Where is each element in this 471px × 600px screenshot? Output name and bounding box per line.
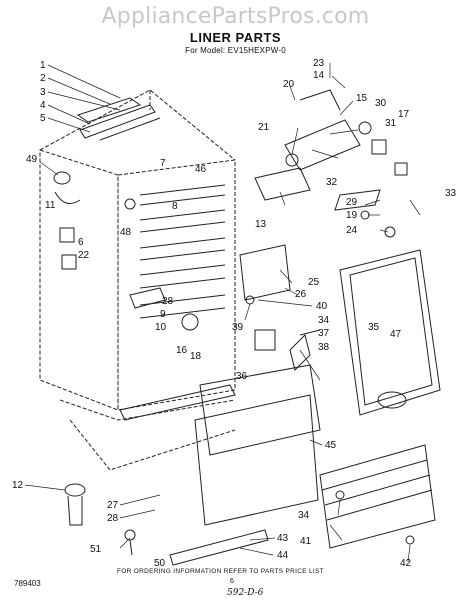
callout-42: 42 [400,558,412,569]
callout-2: 2 [40,73,46,84]
callout-8: 8 [172,201,178,212]
callout-38: 38 [318,342,330,353]
callout-37: 37 [318,328,330,339]
callout-15: 15 [356,93,368,104]
callout-20: 20 [283,79,295,90]
ordering-note: FOR ORDERING INFORMATION REFER TO PARTS … [117,568,324,575]
callout-34-upper: 34 [318,315,330,326]
callout-44: 44 [277,550,289,561]
page-number: 6 [230,578,234,585]
callout-10: 10 [155,322,167,333]
callout-24: 24 [346,225,358,236]
callout-26: 26 [295,289,307,300]
callout-33: 33 [445,188,457,199]
cover-plate [239,244,291,301]
callout-34-lower: 34 [298,510,310,521]
watermark: AppliancePartsPros.com [101,4,370,29]
diagram-code: 789403 [14,579,41,588]
callout-47: 47 [390,329,402,340]
callout-11: 11 [45,200,56,211]
callout-4: 4 [40,100,46,111]
handwritten-ref: 592-D-6 [227,588,264,598]
callout-29: 29 [346,197,358,208]
callout-23: 23 [313,58,325,69]
left-side-parts [53,171,199,331]
drain-parts [64,384,415,566]
door-panel [339,249,441,416]
callout-1: 1 [40,60,46,71]
callout-5: 5 [40,113,46,124]
callout-21: 21 [258,122,270,133]
callout-labels: 1 2 3 4 5 49 11 6 22 7 46 8 48 28 9 10 1… [12,58,457,569]
callout-16: 16 [176,345,188,356]
callout-39: 39 [232,322,244,333]
callout-25: 25 [308,277,320,288]
shelf-rails [139,184,226,319]
callout-9: 9 [160,309,166,320]
fan-parts [245,295,321,371]
diagram-title: LINER PARTS [189,30,282,45]
top-trim [76,97,161,141]
callout-22: 22 [78,250,90,261]
callout-28-upper: 28 [162,296,174,307]
callout-6: 6 [78,237,84,248]
callout-17: 17 [398,109,410,120]
callout-3: 3 [40,87,46,98]
callout-19: 19 [346,210,358,221]
callout-32: 32 [326,177,338,188]
callout-41: 41 [300,536,312,547]
callout-46: 46 [195,164,207,175]
callout-36: 36 [236,371,248,382]
leader-lines [24,63,421,563]
callout-27: 27 [107,500,119,511]
bottom-panel [319,444,436,549]
callout-50: 50 [154,558,166,569]
callout-13: 13 [255,219,267,230]
callout-7: 7 [160,158,166,169]
callout-12: 12 [12,480,24,491]
model-number: For Model: EV15HEXPW-0 [185,46,286,55]
callout-45: 45 [325,440,337,451]
callout-18: 18 [190,351,202,362]
callout-48: 48 [120,227,132,238]
callout-35: 35 [368,322,380,333]
callout-51: 51 [90,544,102,555]
callout-28-lower: 28 [107,513,119,524]
lower-cover [194,364,321,526]
callout-31: 31 [385,118,397,129]
control-housing [254,89,408,238]
callout-40: 40 [316,301,328,312]
callout-30: 30 [375,98,387,109]
callout-43: 43 [277,533,289,544]
liner-cabinet [39,89,236,471]
callout-49: 49 [26,154,38,165]
callout-14: 14 [313,70,325,81]
